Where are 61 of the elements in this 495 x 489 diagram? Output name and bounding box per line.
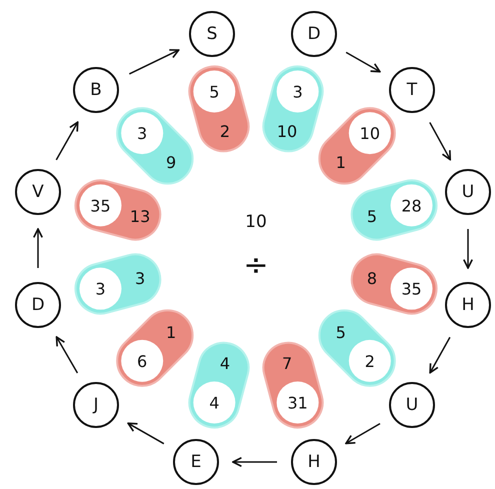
number-label: 10 (244, 212, 268, 232)
letter-circle: H (291, 439, 337, 485)
number-label: 9 (166, 153, 176, 172)
arrow (429, 336, 451, 374)
letter-circle: B (73, 67, 119, 113)
number-label: 2 (220, 122, 230, 142)
letter-circle: E (173, 439, 219, 485)
number-label: 3 (135, 269, 146, 288)
number-label: 13 (130, 206, 150, 226)
number-circle: 4 (193, 382, 236, 424)
number-circle: 2 (348, 340, 391, 382)
capsule-shape (74, 179, 162, 241)
arrow (429, 122, 452, 160)
arrow (232, 456, 277, 468)
number-label: 7 (282, 354, 292, 373)
capsule-shape (188, 66, 250, 152)
number-label: 1 (166, 322, 176, 342)
arrow (56, 336, 78, 374)
arrow (462, 229, 474, 269)
number-label: 10 (276, 122, 298, 142)
letter-circle: U (445, 169, 491, 215)
number-label: 8 (366, 269, 377, 288)
capsule-shape (318, 309, 396, 387)
capsule-shape (350, 179, 438, 241)
number-circle: 28 (390, 184, 433, 226)
capsule-shape (262, 66, 324, 152)
number-circle: 3 (121, 112, 164, 154)
number-circle: 3 (79, 268, 122, 310)
number-label: 5 (366, 206, 377, 226)
number-circle: 3 (276, 70, 319, 112)
arrow (346, 52, 381, 72)
letter-circle: U (389, 382, 435, 428)
capsule-shape (74, 253, 162, 315)
capsule-shape (318, 107, 396, 185)
number-circle: 31 (276, 382, 319, 424)
number-circle: 35 (79, 184, 122, 226)
number-circle: 35 (390, 268, 433, 310)
letter-circle: V (15, 169, 61, 215)
letter-circle: T (389, 67, 435, 113)
number-label: 4 (220, 354, 230, 373)
letter-circle: J (73, 382, 119, 428)
capsule-shape (350, 253, 438, 315)
letter-circle: D (15, 282, 61, 328)
number-circle: 10 (348, 112, 391, 154)
letter-circle: H (445, 282, 491, 328)
number-label: 1 (336, 153, 346, 172)
letter-circle: D (291, 11, 337, 57)
number-circle: 6 (121, 340, 164, 382)
capsule-shape (262, 342, 324, 428)
letter-circle: S (189, 11, 235, 57)
arrow (32, 228, 44, 268)
arrow (56, 121, 79, 160)
division-sign: ÷ (242, 248, 270, 283)
arrow (345, 422, 380, 444)
number-circle: 5 (193, 70, 236, 112)
number-label: 5 (336, 322, 346, 342)
arrow (129, 49, 180, 75)
capsule-shape (116, 309, 194, 387)
capsule-shape (188, 342, 250, 428)
capsule-shape (116, 107, 194, 185)
arrow (127, 422, 164, 444)
